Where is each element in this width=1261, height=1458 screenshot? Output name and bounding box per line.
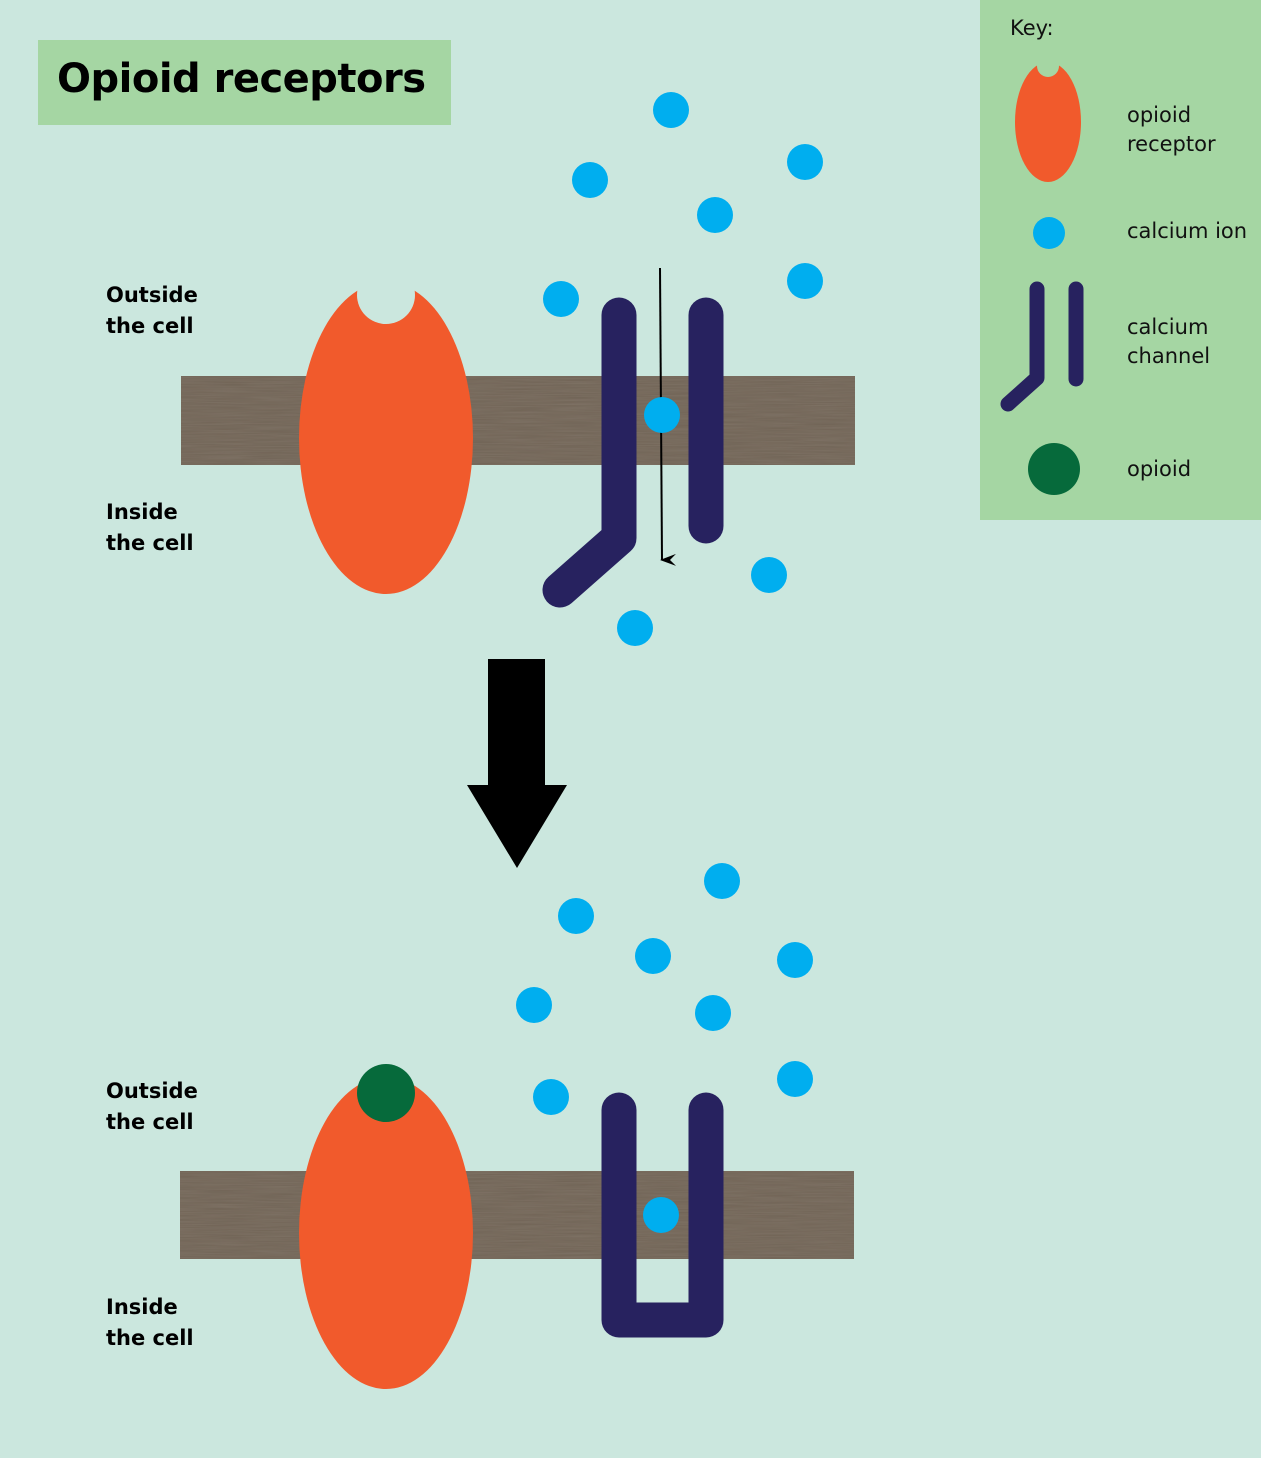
key-title: Key: [1010,16,1054,40]
outside-label-line2: the cell [106,314,194,338]
calcium-channel-open [542,297,724,608]
calcium-ion [644,397,680,433]
key-label-line: opioid [1127,103,1192,127]
outside-label-line1: Outside [106,1079,198,1103]
outside-label-line2: the cell [106,1110,194,1134]
calcium-ion [787,144,823,180]
opioid-receptor [299,1077,473,1389]
key-label-line: receptor [1127,132,1216,156]
key-label-line: channel [1127,344,1211,368]
key-label-line: calcium [1127,315,1209,339]
key-panel: Key: opioid receptor calcium ion calcium… [980,0,1261,520]
key-label-opioid-receptor: opioid receptor [1127,101,1216,159]
opioid-receptor-icon [1015,62,1081,182]
inside-label-line1: Inside [106,1295,178,1319]
cell-membrane [181,376,855,465]
calcium-ion [777,942,813,978]
calcium-ion [635,938,671,974]
outside-label-bottom: Outside the cell [106,1076,198,1138]
inside-label-bottom: Inside the cell [106,1292,194,1354]
calcium-ion [777,1061,813,1097]
calcium-ion [516,987,552,1023]
calcium-channel-closed [601,1092,724,1338]
inside-label-line2: the cell [106,531,194,555]
opioid-icon [1028,443,1080,495]
title-box: Opioid receptors [38,40,451,125]
panel-after [180,863,854,1389]
inside-label-line1: Inside [106,500,178,524]
calcium-ion [643,1197,679,1233]
cell-membrane [180,1171,854,1259]
calcium-ion [572,162,608,198]
calcium-ion [704,863,740,899]
calcium-ion [787,263,823,299]
opioid [357,1064,415,1122]
calcium-ion [751,557,787,593]
key-label-opioid: opioid [1127,455,1191,484]
calcium-ion-icon [1033,217,1065,249]
key-icons [1000,62,1084,495]
inside-label-line2: the cell [106,1326,194,1350]
page-title: Opioid receptors [57,56,426,102]
outside-label-top: Outside the cell [106,280,198,342]
key-label-line: calcium ion [1127,219,1248,243]
key-label-calcium-channel: calcium channel [1127,313,1210,371]
calcium-ion [695,995,731,1031]
inside-label-top: Inside the cell [106,497,194,559]
calcium-ions-top [543,92,823,646]
calcium-ion [533,1079,569,1115]
calcium-ions-bottom [516,863,813,1233]
calcium-ion [697,197,733,233]
calcium-ion [543,281,579,317]
down-arrow-icon [467,659,567,868]
calcium-ion [653,92,689,128]
key-label-calcium-ion: calcium ion [1127,217,1247,246]
outside-label-line1: Outside [106,283,198,307]
panel-before [181,92,855,646]
calcium-ion [617,610,653,646]
key-label-line: opioid [1127,457,1192,481]
calcium-ion [558,898,594,934]
calcium-channel-icon [1000,281,1084,412]
opioid-receptor [299,282,473,594]
